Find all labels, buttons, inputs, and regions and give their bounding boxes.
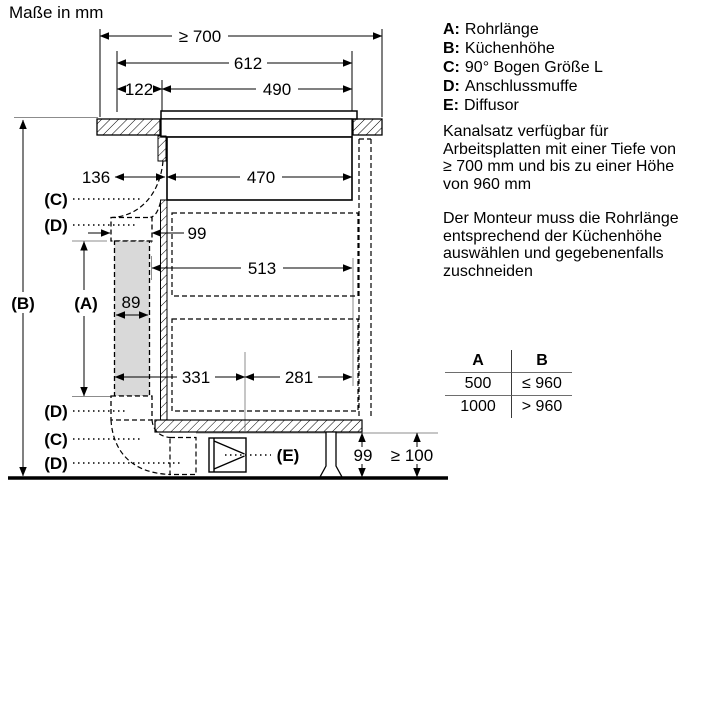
connection-muffle-top: [110, 216, 153, 242]
hob-glass-plate: [160, 110, 358, 120]
legend-label-c: 90° Bogen Größe L: [464, 59, 603, 76]
dim-value-122: 122: [125, 80, 153, 99]
duct-assembly: [110, 216, 153, 421]
dim-value-depth: ≥ 700: [179, 27, 221, 46]
dimension-values: ≥ 700 612 122 490 470 136 99 513 89 331 …: [82, 27, 433, 465]
worktop-right: [352, 118, 383, 136]
dim-label-bg: [256, 81, 298, 97]
dim-value-490: 490: [263, 80, 291, 99]
connection-muffle-bottom: [110, 395, 153, 421]
label-C-top: (C): [44, 190, 68, 209]
dim-label-bg: [172, 27, 228, 44]
legend-label-b: Küchenhöhe: [464, 40, 555, 57]
lower-bend-outer-curve: [110, 419, 171, 476]
dim-label-backgrounds: [79, 27, 318, 385]
units-title: Maße in mm: [9, 3, 103, 22]
dim-value-89: 89: [122, 293, 141, 312]
dim-label-bg: [240, 169, 282, 185]
hob-plenum-box: [166, 136, 353, 201]
legend-key-c: C:: [443, 59, 460, 76]
legend-key-b: B:: [443, 40, 460, 57]
label-B: (B): [11, 294, 35, 313]
diffusor-cone-bottom-line: [213, 455, 245, 470]
legend-key-a: A:: [443, 21, 460, 38]
legend-item-c: C:90° Bogen Größe L: [443, 58, 603, 77]
dim-value-clearance: ≥ 100: [391, 446, 433, 465]
table-cell-b2: > 960: [521, 398, 563, 415]
dim-value-99-base: 99: [354, 446, 373, 465]
note-installer-instruction: Der Monteur muss die Rohrlänge entsprech…: [443, 210, 679, 280]
label-E: (E): [277, 446, 300, 465]
upper-bend-inner-curve: [149, 201, 162, 219]
upper-bend-outer-curve: [111, 160, 164, 219]
installation-diagram: Maße in mm: [8, 3, 448, 480]
diffusor-cone-top-line: [213, 440, 245, 455]
diffusor-part: [208, 437, 247, 473]
dim-value-281: 281: [285, 368, 313, 387]
dim-label-bg: [280, 369, 318, 385]
dim-value-470: 470: [247, 168, 275, 187]
label-D-top: (D): [44, 216, 68, 235]
legend-item-e: E: Diffusor: [443, 96, 603, 115]
appliance-lower-outline: [171, 318, 359, 412]
lower-bend-inner-curve: [151, 419, 171, 439]
diffusor-housing: [208, 437, 247, 473]
extension-lines: [99, 29, 383, 117]
dim-label-bg: [177, 369, 215, 385]
dim-value-331: 331: [182, 368, 210, 387]
table-header-b: B: [512, 350, 572, 373]
legend-key-d: D:: [443, 78, 460, 95]
dim-label-bg: [79, 169, 113, 185]
appliance-upper-outline: [171, 212, 359, 297]
duct-pipe: [113, 240, 151, 397]
label-A: (A): [74, 294, 98, 313]
worktop-left: [96, 118, 161, 136]
label-leader-lines: [73, 198, 271, 464]
dim-value-513: 513: [248, 259, 276, 278]
reference-labels: (B) (A) (C) (D) (D) (C) (D) (E): [11, 190, 299, 473]
reference-lines: [14, 117, 438, 434]
hob-body-band: [160, 118, 353, 138]
label-C-bottom: (C): [44, 430, 68, 449]
parts-legend: A:Rohrlänge B:Küchenhöhe C:90° Bogen Grö…: [443, 20, 603, 115]
legend-label-a: Rohrlänge: [464, 21, 539, 38]
dim-value-99-offset: 99: [188, 224, 207, 243]
table-cell-a2: 1000: [445, 396, 512, 418]
table-cell-a1: 500: [445, 373, 512, 396]
cabinet-bottom-panel: [154, 419, 363, 433]
cabinet-wall-upper-strip: [157, 135, 167, 162]
note-duct-availability: Kanalsatz verfügbar für Arbeitsplatten m…: [443, 123, 677, 193]
cabinet-leg: [318, 431, 344, 478]
dim-value-612: 612: [234, 54, 262, 73]
legend-item-b: B:Küchenhöhe: [443, 39, 603, 58]
lower-bend-outlet-outline: [169, 436, 197, 476]
dim-label-bg: [241, 260, 283, 276]
dim-label-bg: [229, 54, 267, 71]
solid-structures: [8, 110, 448, 480]
legend-item-d: D:Anschlussmuffe: [443, 77, 603, 96]
label-D-mid: (D): [44, 402, 68, 421]
legend-key-e: E:: [443, 97, 459, 114]
legend-label-d: Anschlussmuffe: [464, 78, 578, 95]
legend-label-e: Diffusor: [464, 97, 519, 114]
table-cell-b1: ≤ 960: [512, 373, 572, 396]
legend-item-a: A:Rohrlänge: [443, 20, 603, 39]
pipe-length-table: A B 500 ≤ 960 1000 > 960: [445, 350, 572, 418]
label-D-bottom: (D): [44, 454, 68, 473]
table-header-a: A: [445, 350, 512, 373]
hidden-outlines: [110, 138, 372, 476]
dim-value-136: 136: [82, 168, 110, 187]
